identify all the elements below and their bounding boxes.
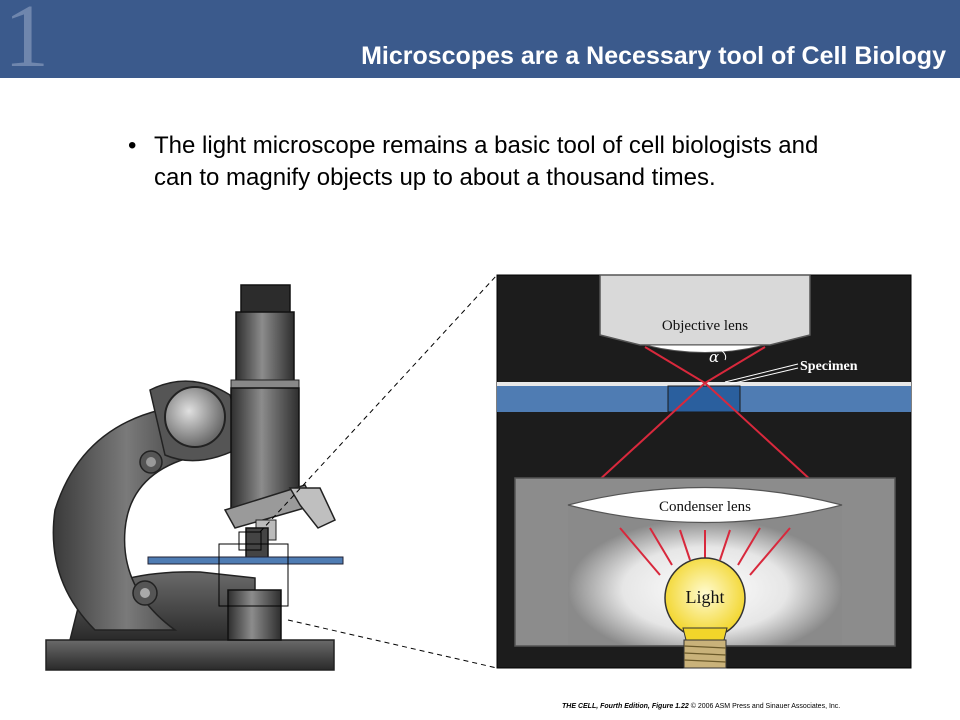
body-tube — [230, 387, 300, 509]
figure-credit: THE CELL, Fourth Edition, Figure 1.22 © … — [562, 703, 840, 710]
bullet-icon: • — [128, 132, 137, 159]
light-label: Light — [686, 587, 725, 607]
coarse-focus-knob-icon — [164, 386, 226, 448]
objective-lens-housing — [599, 274, 811, 346]
microscope-base — [45, 639, 335, 671]
credit-copyright: © 2006 ASM Press and Sinauer Associates,… — [690, 703, 841, 710]
bullet-point: • The light microscope remains a basic t… — [128, 130, 848, 194]
chapter-number: 1 — [4, 0, 49, 86]
optics-detail-panel: Objective lens α Specimen Condenser lens — [496, 274, 912, 669]
objective-lens-label: Objective lens — [662, 318, 748, 334]
specimen-label: Specimen — [800, 359, 858, 374]
eyepiece — [240, 284, 291, 316]
light-microscope-illustration — [45, 274, 498, 671]
objective-lens-icon — [644, 344, 766, 353]
slide-title: Microscopes are a Necessary tool of Cell… — [361, 42, 946, 70]
alpha-angle-label: α — [709, 348, 719, 366]
microscope-arm — [52, 409, 202, 631]
bullet-text: The light microscope remains a basic too… — [154, 132, 819, 191]
credit-source: THE CELL, Fourth Edition, Figure 1.22 — [562, 703, 689, 710]
condenser-lens-label: Condenser lens — [659, 499, 751, 515]
condenser — [227, 589, 282, 641]
title-bar: 1 Microscopes are a Necessary tool of Ce… — [0, 0, 960, 82]
condenser-lens-icon — [567, 486, 843, 524]
stage — [147, 556, 344, 565]
